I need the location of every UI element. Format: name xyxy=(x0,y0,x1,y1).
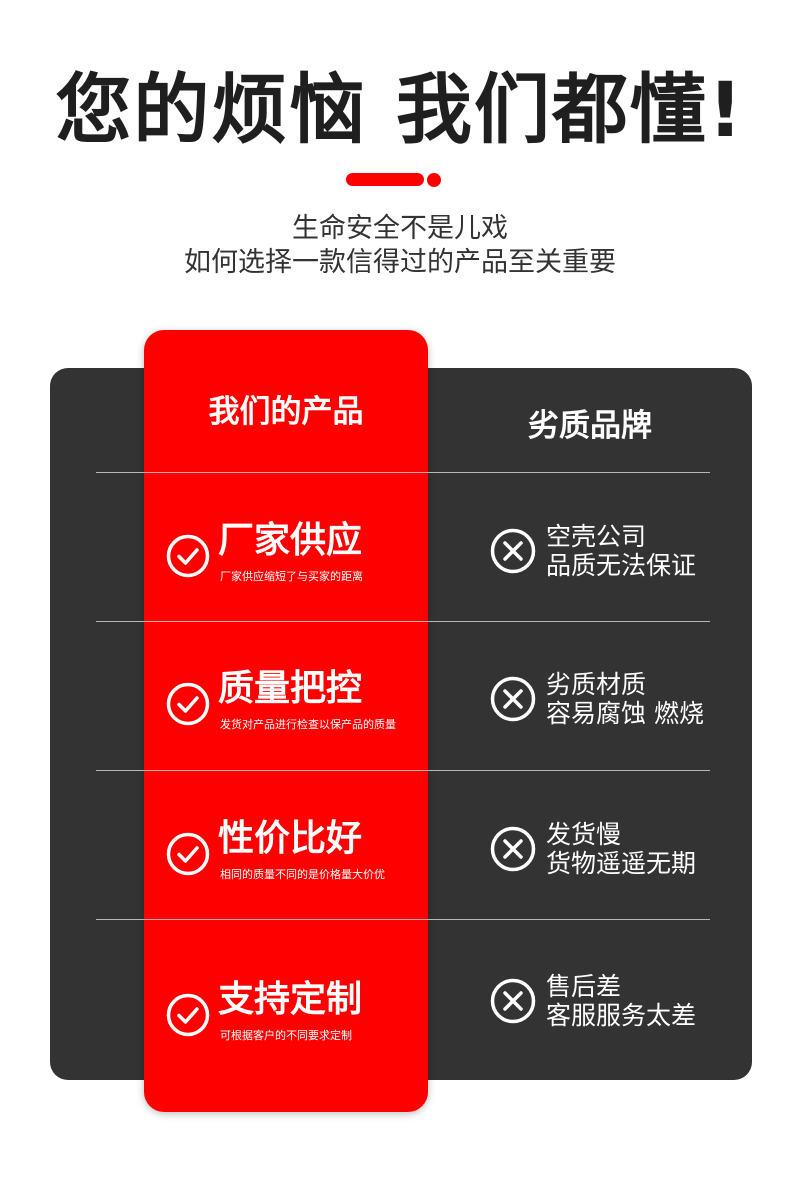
good-desc: 可根据客户的不同要求定制 xyxy=(220,1029,352,1042)
bad-text: 售后差 客服服务太差 xyxy=(546,972,696,1030)
bad-line-2: 客服服务太差 xyxy=(546,1001,697,1030)
check-circle-icon xyxy=(166,832,210,876)
subtitle-line-1: 生命安全不是儿戏 xyxy=(292,213,508,244)
x-circle-icon xyxy=(490,676,536,722)
bad-row: 发货慢 货物遥遥无期 xyxy=(490,816,740,886)
bad-line-1: 空壳公司 xyxy=(546,522,647,551)
headline: 您的烦恼 我们都懂! xyxy=(55,65,745,154)
row-divider xyxy=(96,770,710,771)
good-row: 性价比好 相同的质量不同的是价格量大价优 xyxy=(160,814,424,904)
good-desc: 发货对产品进行检查以保产品的质量 xyxy=(220,718,396,731)
header-inferior-brands: 劣质品牌 xyxy=(528,408,652,444)
bad-row: 空壳公司 品质无法保证 xyxy=(490,518,740,588)
bad-line-1: 发货慢 xyxy=(546,820,622,849)
good-desc: 相同的质量不同的是价格量大价优 xyxy=(220,868,385,881)
row-divider xyxy=(96,919,710,920)
subtitle-line-2: 如何选择一款信得过的产品至关重要 xyxy=(184,247,616,278)
bad-row: 售后差 客服服务太差 xyxy=(490,968,740,1038)
bad-text: 空壳公司 品质无法保证 xyxy=(546,522,696,580)
accent-dot xyxy=(427,173,441,187)
bad-text: 劣质材质 容易腐蚀 燃烧 xyxy=(546,670,704,728)
bad-text: 发货慢 货物遥遥无期 xyxy=(546,820,696,878)
header-our-products: 我们的产品 xyxy=(208,394,364,430)
bad-line-1: 劣质材质 xyxy=(546,670,647,699)
our-product-column xyxy=(144,330,428,1112)
check-circle-icon xyxy=(166,682,210,726)
bad-line-1: 售后差 xyxy=(546,972,622,1001)
bad-line-2: 货物遥遥无期 xyxy=(546,849,697,878)
check-circle-icon xyxy=(166,534,210,578)
row-divider xyxy=(96,472,710,473)
bad-line-2: 品质无法保证 xyxy=(546,551,697,580)
check-circle-icon xyxy=(166,993,210,1037)
x-circle-icon xyxy=(490,826,536,872)
x-circle-icon xyxy=(490,528,536,574)
good-title: 支持定制 xyxy=(218,979,363,1020)
good-title: 质量把控 xyxy=(218,668,363,709)
bad-row: 劣质材质 容易腐蚀 燃烧 xyxy=(490,666,740,736)
x-circle-icon xyxy=(490,978,536,1024)
accent-bar xyxy=(346,173,424,186)
good-row: 支持定制 可根据客户的不同要求定制 xyxy=(160,975,424,1065)
good-row: 厂家供应 厂家供应缩短了与买家的距离 xyxy=(160,516,424,606)
good-desc: 厂家供应缩短了与买家的距离 xyxy=(220,570,363,583)
good-title: 厂家供应 xyxy=(218,520,363,561)
bad-line-2: 容易腐蚀 燃烧 xyxy=(546,699,704,728)
good-title: 性价比好 xyxy=(218,818,363,859)
good-row: 质量把控 发货对产品进行检查以保产品的质量 xyxy=(160,664,424,754)
row-divider xyxy=(96,621,710,622)
